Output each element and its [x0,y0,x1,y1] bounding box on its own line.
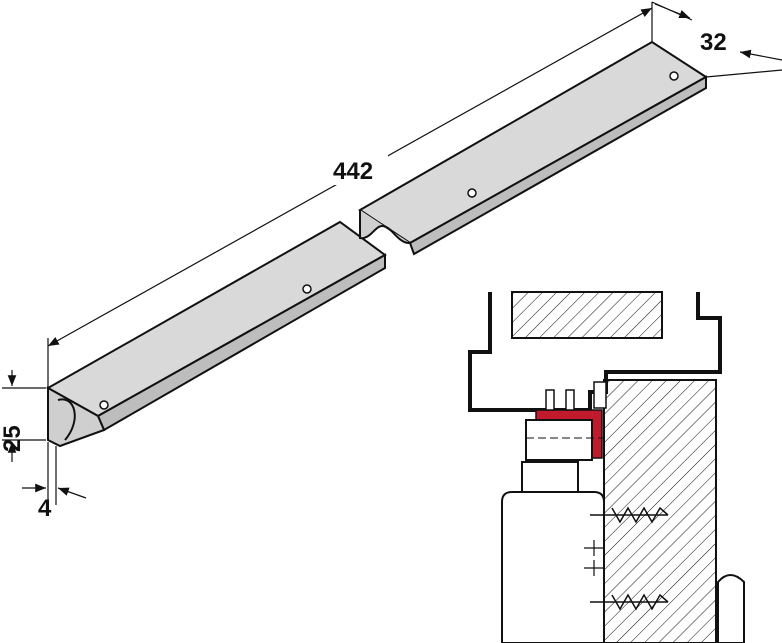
drill-marks [584,540,604,576]
fixing-screw-1 [590,506,669,524]
bracket-section-left [45,220,387,448]
section-detail [468,291,745,643]
screw-hole-1 [99,400,109,410]
door-closer-body [501,491,605,643]
screw-hole-2 [302,284,312,294]
corner-clip [593,381,607,409]
dimension-thickness-label: 4 [38,495,52,522]
dimension-length-label: 442 [333,158,373,185]
door-leaf-section [511,291,663,339]
wall-frame-section [603,379,717,643]
dimension-width: 32 [651,1,782,78]
bracket-left-end-profile [57,398,76,441]
dimension-width-label: 32 [700,29,727,56]
rail-bolt-2 [565,389,575,411]
dimension-height-label: 25 [0,425,26,452]
bracket-section-right [358,40,708,256]
fixing-screw-2 [590,593,669,611]
rail-bolt-1 [545,389,555,411]
closer-neck [521,461,579,493]
screw-hole-4 [669,71,679,81]
dimension-height: 25 [0,370,46,462]
dimension-length: 442 [47,2,653,388]
dimension-thickness: 4 [22,442,87,522]
screw-hole-3 [467,188,477,198]
bracket-left-end-leg [47,386,106,448]
slide-rail [525,419,593,461]
hinge-pin [717,574,745,643]
